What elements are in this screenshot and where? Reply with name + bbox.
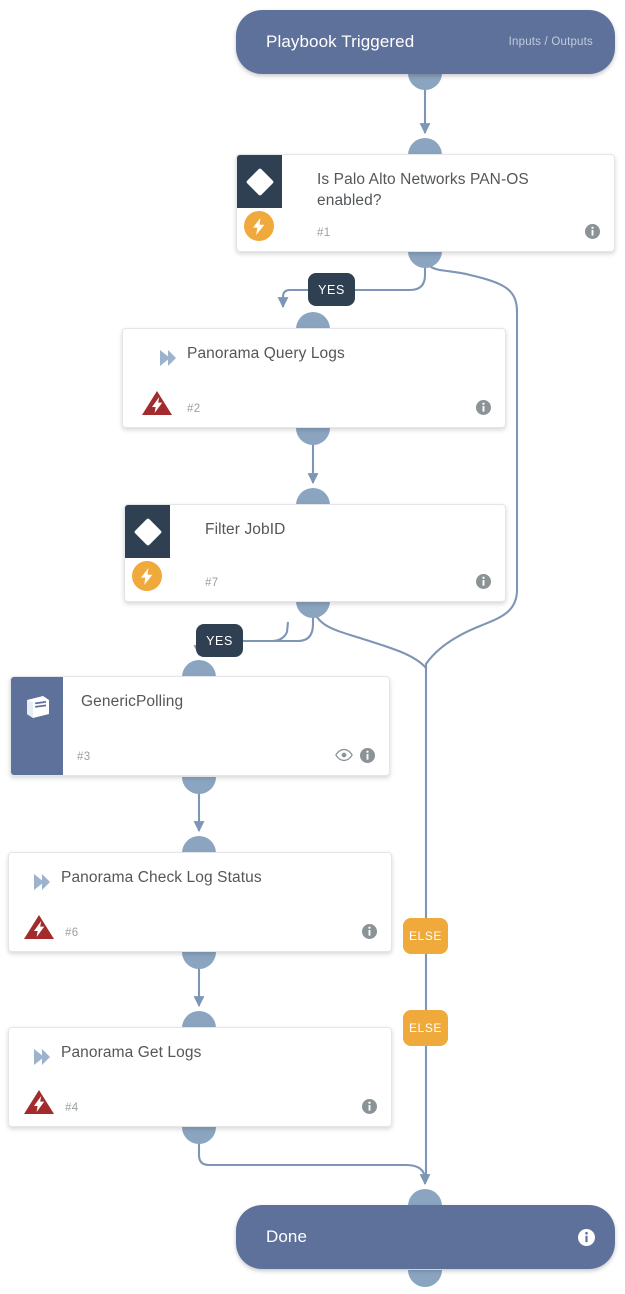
task-number: #6: [65, 927, 79, 939]
info-icon[interactable]: [362, 1099, 377, 1114]
inputs-outputs-link[interactable]: Inputs / Outputs: [508, 36, 593, 48]
warning-triangle-icon: [142, 391, 172, 415]
automation-badge-icon: [132, 561, 162, 591]
diamond-icon: [133, 517, 162, 546]
sub-playbook-rail: [11, 677, 63, 775]
info-icon[interactable]: [578, 1228, 595, 1246]
task-card-filter-jobid[interactable]: Filter JobID #7: [124, 504, 506, 602]
warning-badge-icon: [23, 913, 55, 941]
task-card-panorama-get-logs[interactable]: Panorama Get Logs #4: [8, 1027, 392, 1127]
task-card-is-palo-alto-networks-pan-os-enabled[interactable]: Is Palo Alto Networks PAN-OS enabled? #1: [236, 154, 615, 252]
info-icon[interactable]: [362, 924, 377, 939]
task-card-genericpolling[interactable]: GenericPolling #3: [10, 676, 390, 776]
chevron-right-icon: [34, 874, 50, 890]
task-number: #2: [187, 403, 201, 415]
task-title: Filter JobID: [205, 521, 286, 538]
task-title: Panorama Query Logs: [187, 345, 345, 362]
diamond-icon: [245, 167, 274, 196]
condition-icon-block: [125, 505, 170, 558]
warning-triangle-icon: [24, 1090, 54, 1114]
warning-badge-icon: [141, 389, 173, 417]
branch-label-yes-2[interactable]: YES: [196, 624, 243, 657]
playbook-triggered-title: Playbook Triggered: [266, 32, 415, 51]
task-title: Is Palo Alto Networks PAN-OS enabled?: [317, 171, 529, 209]
warning-triangle-icon: [24, 915, 54, 939]
lightning-bolt-icon: [253, 217, 265, 235]
playbook-triggered-node[interactable]: Playbook Triggered Inputs / Outputs: [236, 10, 615, 74]
task-title: GenericPolling: [81, 693, 184, 710]
warning-badge-icon: [23, 1088, 55, 1116]
info-icon[interactable]: [585, 224, 600, 239]
info-icon[interactable]: [476, 574, 491, 589]
task-number: #3: [77, 751, 91, 763]
condition-icon-block: [237, 155, 282, 208]
done-title: Done: [266, 1227, 308, 1246]
task-number: #1: [317, 227, 331, 239]
task-number: #7: [205, 577, 219, 589]
branch-label-else-2[interactable]: ELSE: [403, 1010, 448, 1046]
task-card-panorama-check-log-status[interactable]: Panorama Check Log Status #6: [8, 852, 392, 952]
task-number: #4: [65, 1102, 79, 1114]
info-icon[interactable]: [476, 400, 491, 415]
task-title: Panorama Check Log Status: [61, 869, 262, 886]
info-icon[interactable]: [360, 748, 375, 763]
done-node[interactable]: Done: [236, 1205, 615, 1269]
playbook-book-icon: [27, 696, 49, 718]
branch-label-yes-1[interactable]: YES: [308, 273, 355, 306]
branch-label-else-1[interactable]: ELSE: [403, 918, 448, 954]
automation-badge-icon: [244, 211, 274, 241]
task-card-panorama-query-logs[interactable]: Panorama Query Logs #2: [122, 328, 506, 428]
eye-icon[interactable]: [335, 748, 353, 762]
task-title: Panorama Get Logs: [61, 1044, 202, 1061]
chevron-right-icon: [160, 350, 176, 366]
chevron-right-icon: [34, 1049, 50, 1065]
lightning-bolt-icon: [141, 567, 153, 585]
